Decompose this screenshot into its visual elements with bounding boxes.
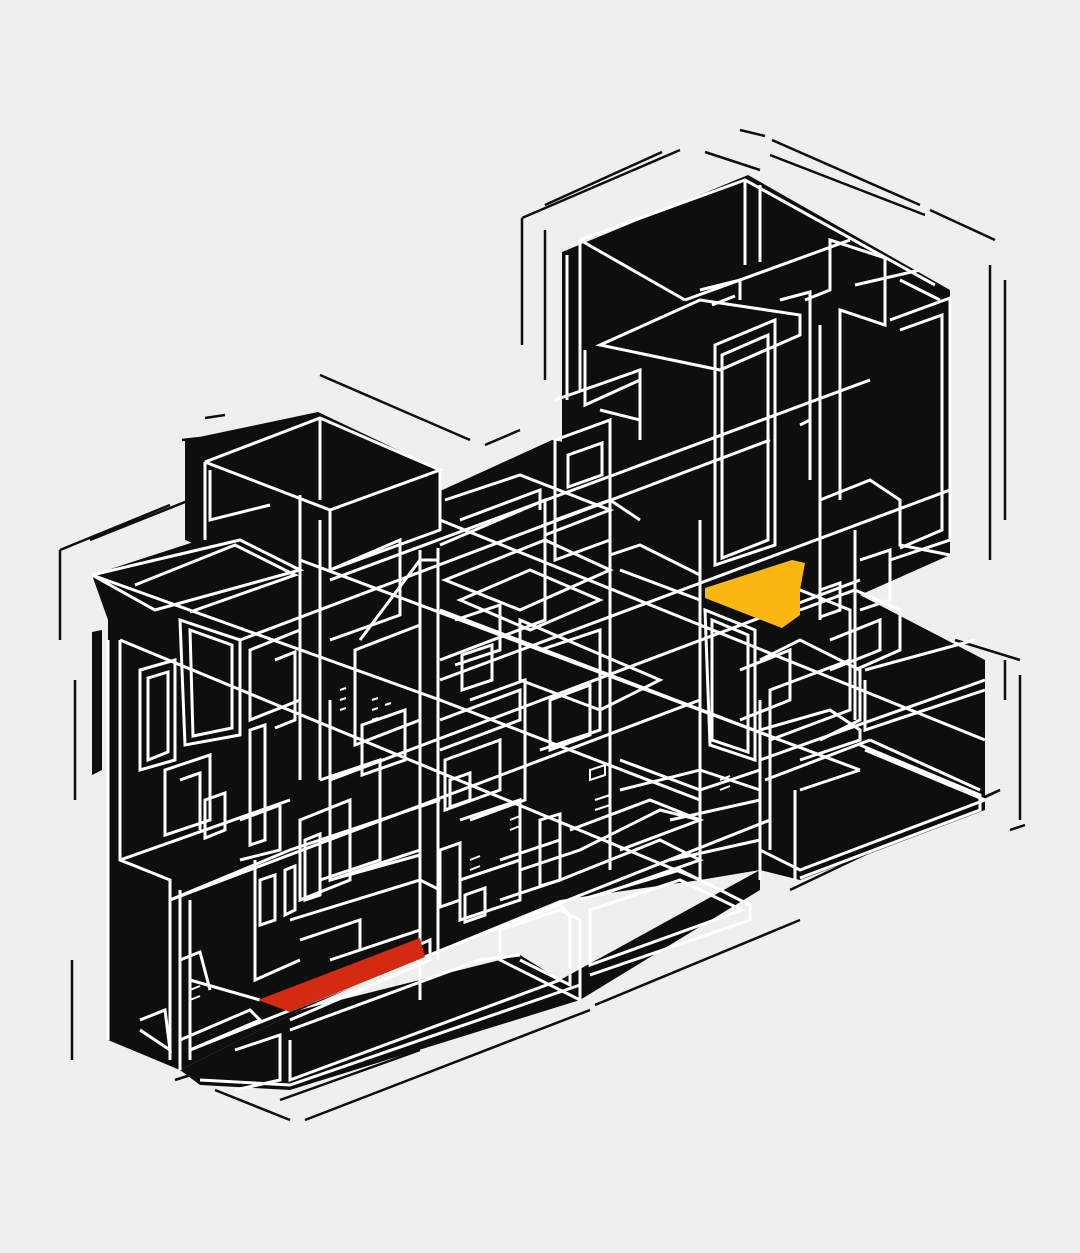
white-wireframe [91,178,986,1092]
yellow-accent-panel [705,560,805,628]
detail-marks [189,687,731,1001]
red-accent-panel [258,938,425,1012]
